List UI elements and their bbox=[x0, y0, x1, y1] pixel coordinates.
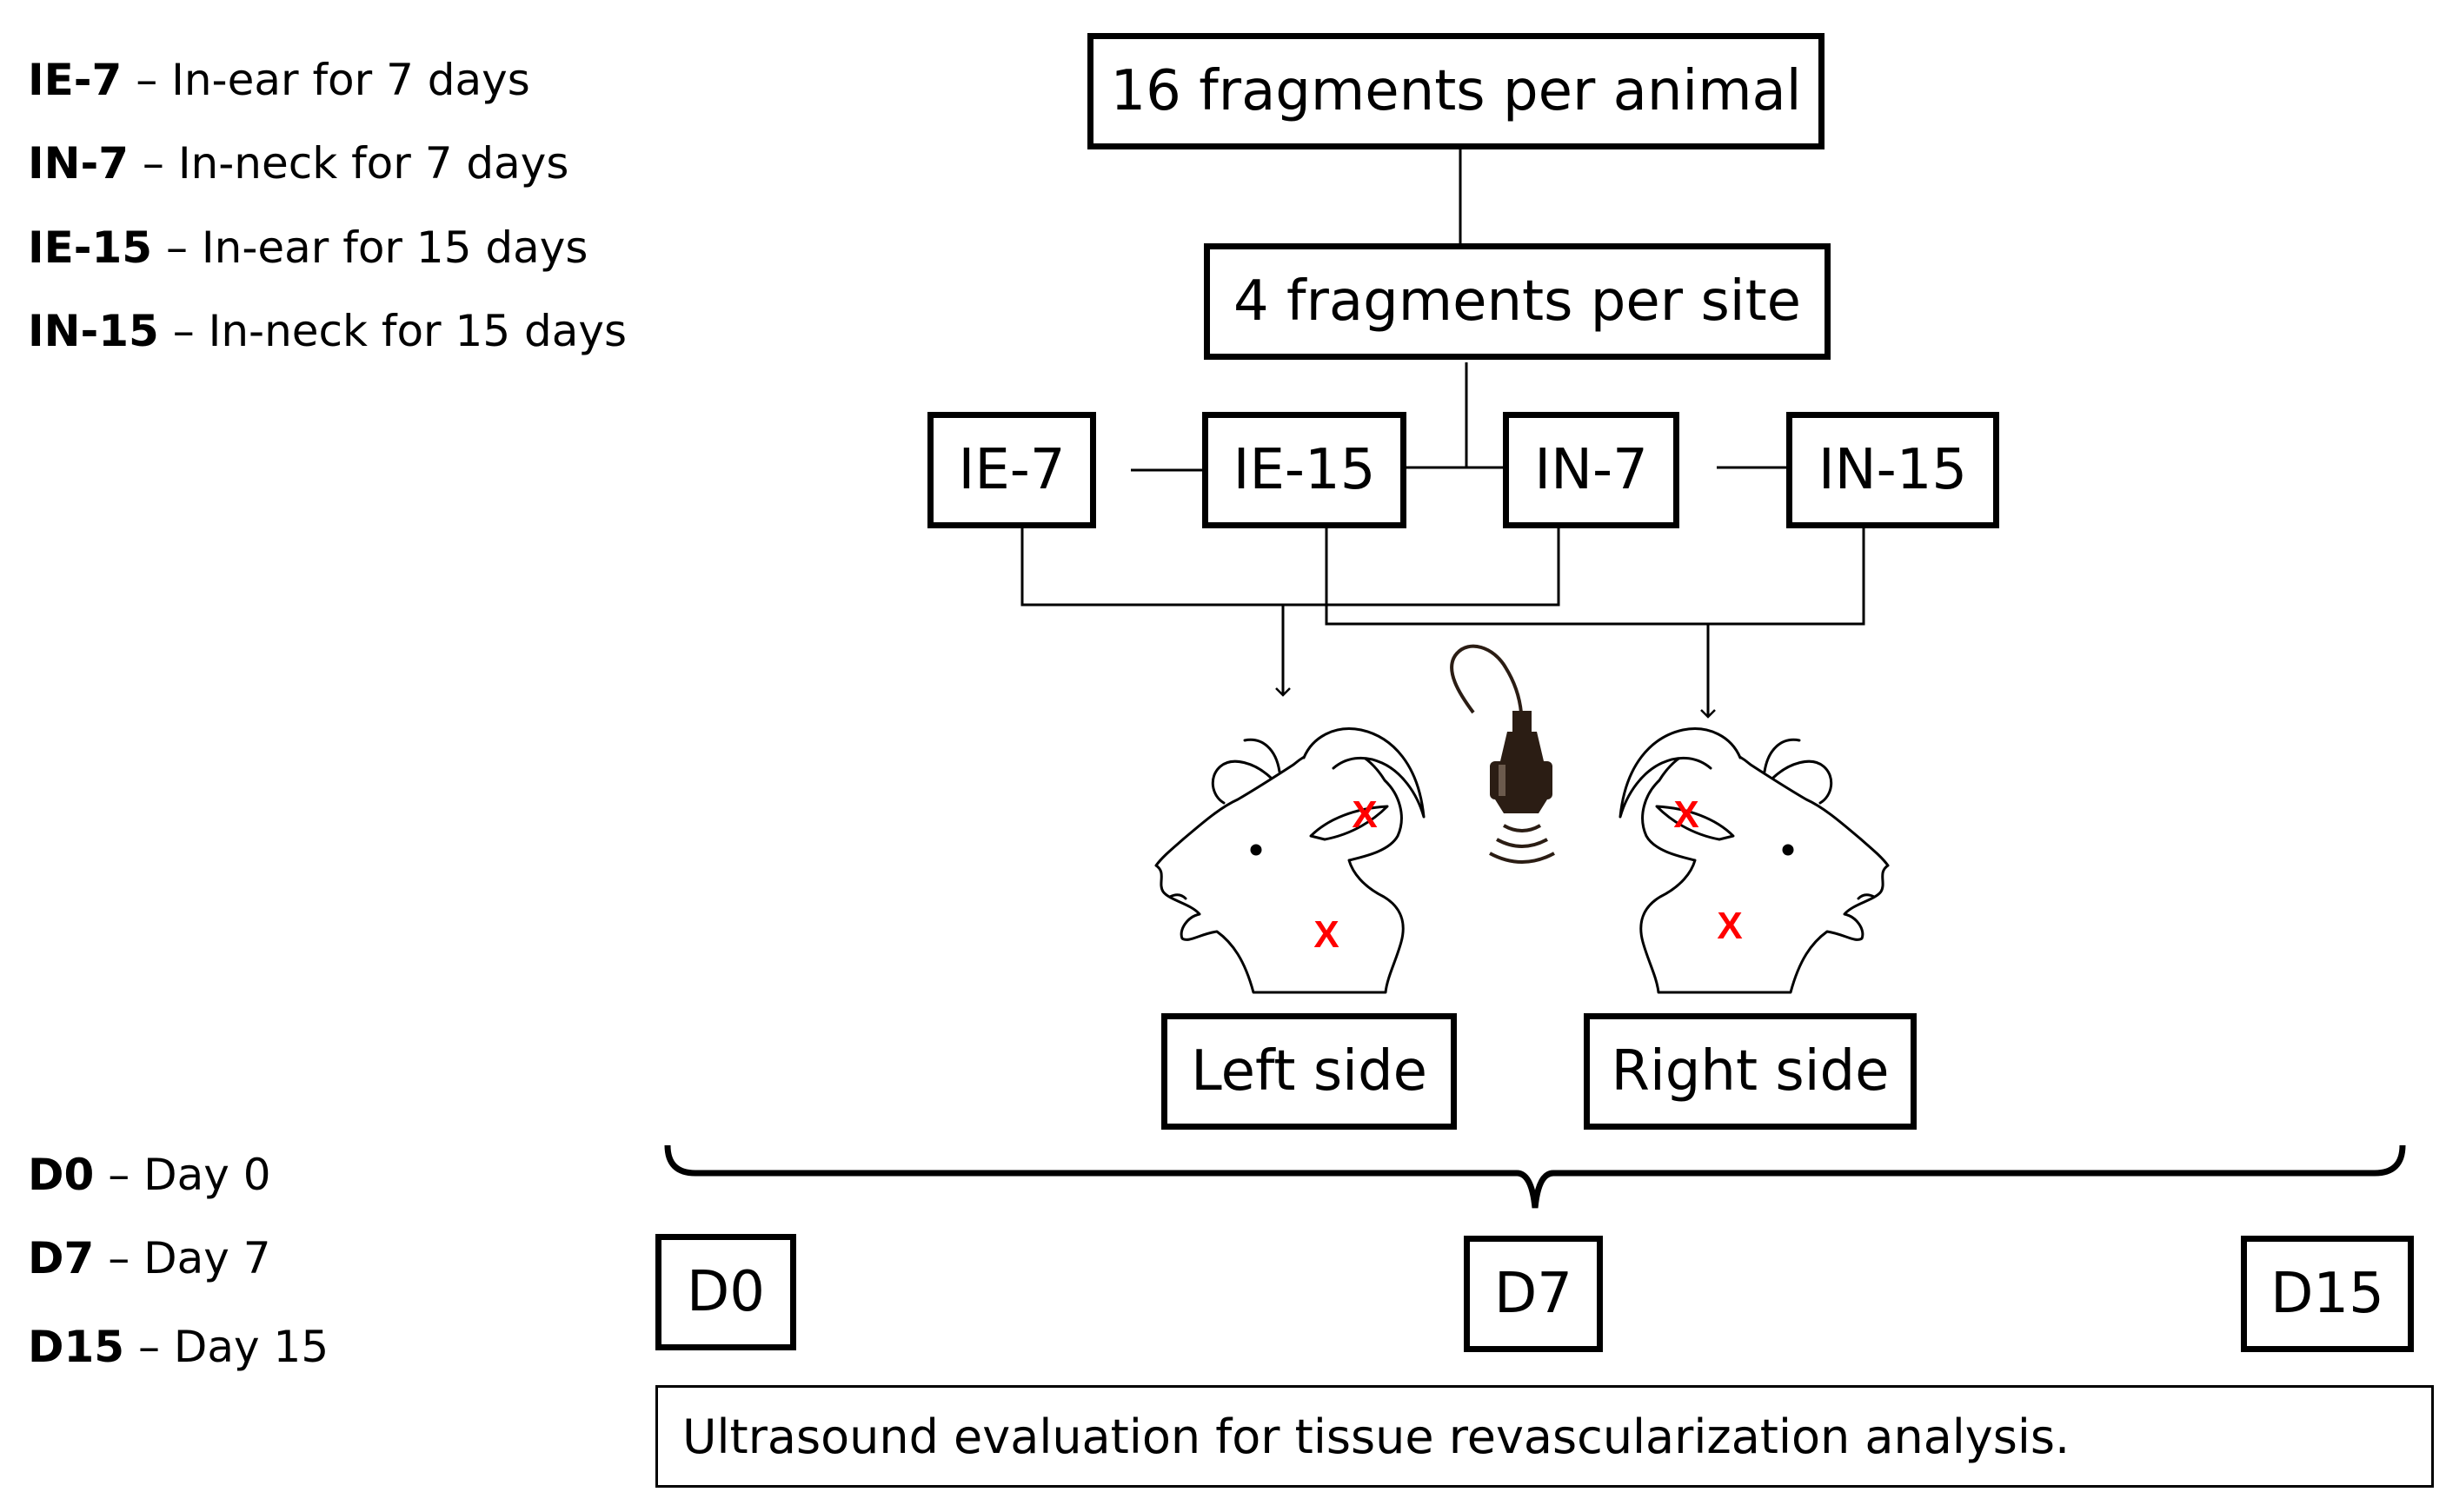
legend-separator: – bbox=[138, 1322, 160, 1372]
site-fragments-box: 4 fragments per site bbox=[1204, 243, 1831, 360]
marker-right-ear: X bbox=[1673, 793, 1698, 836]
footer-note-box: Ultrasound evaluation for tissue revascu… bbox=[655, 1385, 2434, 1488]
legend-code: D15 bbox=[28, 1322, 125, 1372]
legend-code: IE-7 bbox=[28, 55, 123, 105]
legend-code: IN-15 bbox=[28, 306, 159, 356]
legend-code: D0 bbox=[28, 1150, 95, 1200]
legend-row: IE-15 – In-ear for 15 days bbox=[28, 222, 588, 274]
marker-left-ear: X bbox=[1352, 793, 1377, 836]
legend-text: In-neck for 7 days bbox=[177, 138, 569, 189]
marker-left-neck: X bbox=[1313, 913, 1339, 956]
legend-text: In-neck for 15 days bbox=[208, 306, 628, 356]
legend-separator: – bbox=[172, 306, 195, 356]
in7-box: IN-7 bbox=[1503, 412, 1679, 528]
legend-row: D0 – Day 0 bbox=[28, 1149, 271, 1201]
left-goat-icon bbox=[1154, 727, 1426, 994]
legend-text: Day 7 bbox=[143, 1233, 271, 1283]
right-side-box: Right side bbox=[1584, 1013, 1917, 1130]
in15-box: IN-15 bbox=[1786, 412, 1999, 528]
connector-lines bbox=[1020, 146, 1865, 719]
ultrasound-probe-icon bbox=[1450, 644, 1555, 864]
legend-row: IN-7 – In-neck for 7 days bbox=[28, 137, 568, 189]
ie15-box: IE-15 bbox=[1202, 412, 1406, 528]
legend-row: D15 – Day 15 bbox=[28, 1321, 329, 1373]
ie7-box: IE-7 bbox=[927, 412, 1096, 528]
legend-text: Day 0 bbox=[143, 1150, 271, 1200]
legend-code: IN-7 bbox=[28, 138, 129, 189]
legend-separator: – bbox=[108, 1233, 130, 1283]
d7-box: D7 bbox=[1464, 1236, 1603, 1352]
legend-code: IE-15 bbox=[28, 222, 153, 273]
timeline-bracket bbox=[664, 1144, 2406, 1209]
legend-text: Day 15 bbox=[173, 1322, 329, 1372]
d0-box: D0 bbox=[655, 1234, 796, 1350]
animal-fragments-box: 16 fragments per animal bbox=[1087, 33, 1825, 149]
legend-text: In-ear for 15 days bbox=[201, 222, 588, 273]
legend-row: IE-7 – In-ear for 7 days bbox=[28, 54, 530, 106]
marker-right-neck: X bbox=[1717, 905, 1742, 947]
legend-separator: – bbox=[142, 138, 164, 189]
right-goat-icon bbox=[1618, 727, 1890, 994]
legend-text: In-ear for 7 days bbox=[171, 55, 530, 105]
legend-row: IN-15 – In-neck for 15 days bbox=[28, 305, 627, 357]
legend-separator: – bbox=[136, 55, 158, 105]
legend-code: D7 bbox=[28, 1233, 95, 1283]
legend-separator: – bbox=[108, 1150, 130, 1200]
left-side-box: Left side bbox=[1161, 1013, 1457, 1130]
d15-box: D15 bbox=[2241, 1236, 2414, 1352]
legend-row: D7 – Day 7 bbox=[28, 1232, 271, 1284]
legend-separator: – bbox=[166, 222, 188, 273]
